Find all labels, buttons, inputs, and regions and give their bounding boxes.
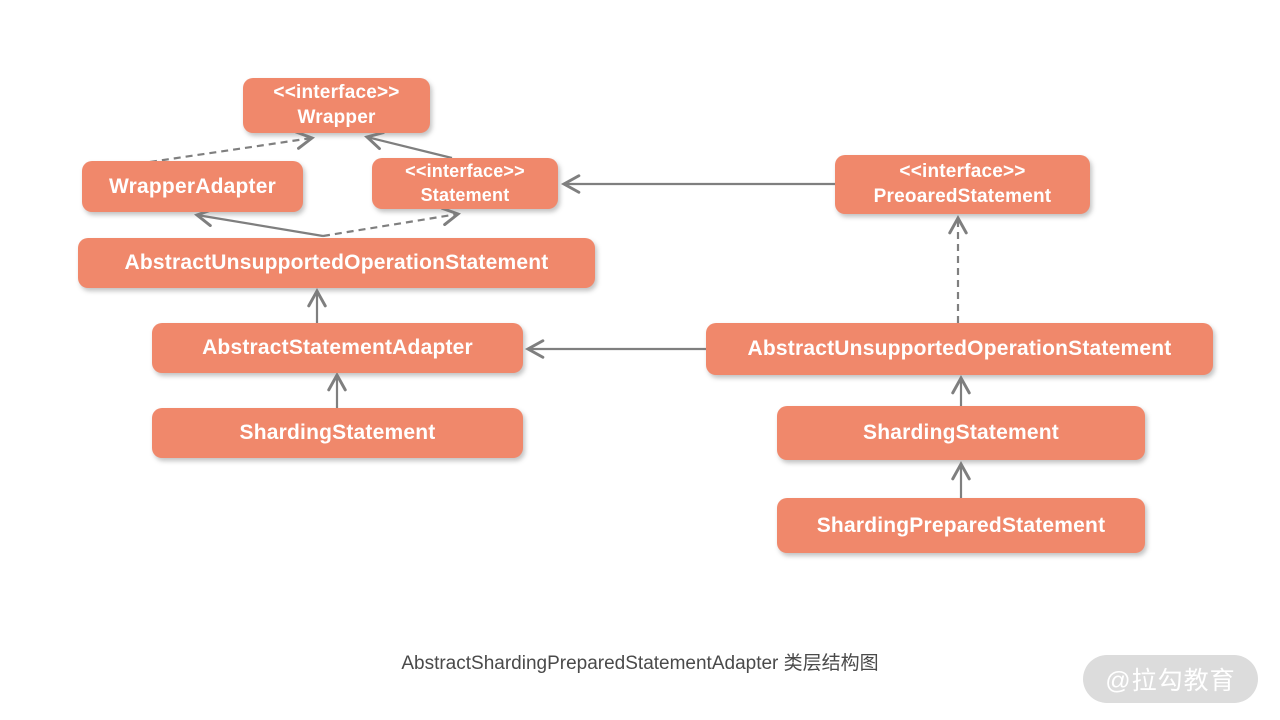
class-name-label: AbstractUnsupportedOperationStatement: [124, 251, 549, 274]
class-node-statement-interface: <<interface>> Statement: [372, 158, 558, 209]
stereotype-label: <<interface>>: [273, 82, 400, 104]
class-node-abstract-statement-adapter: AbstractStatementAdapter: [152, 323, 523, 373]
class-name-label: ShardingStatement: [863, 421, 1059, 444]
stereotype-label: <<interface>>: [405, 161, 525, 182]
class-node-sharding-statement-left: ShardingStatement: [152, 408, 523, 458]
watermark-badge: @拉勾教育: [1083, 655, 1258, 703]
diagram-caption: AbstractShardingPreparedStatementAdapter…: [401, 653, 879, 674]
class-name-label: Wrapper: [297, 106, 376, 128]
class-node-wrapper-interface: <<interface>> Wrapper: [243, 78, 430, 133]
class-name-label: AbstractUnsupportedOperationStatement: [747, 337, 1172, 360]
edge-wrapperadapter-to-wrapper: [149, 130, 316, 164]
edge-absunsupported-left-to-statement: [322, 206, 462, 238]
class-node-preoared-statement-interface: <<interface>> PreoaredStatement: [835, 155, 1090, 214]
class-name-label: ShardingStatement: [239, 421, 436, 444]
stereotype-label: <<interface>>: [899, 161, 1026, 183]
class-node-sharding-prepared-statement: ShardingPreparedStatement: [777, 498, 1145, 553]
edge-statement-to-wrapper: [364, 131, 453, 160]
class-node-abstract-unsupported-operation-statement-right: AbstractUnsupportedOperationStatement: [706, 323, 1213, 375]
class-node-abstract-unsupported-operation-statement-left: AbstractUnsupportedOperationStatement: [78, 238, 595, 288]
class-name-label: PreoaredStatement: [873, 185, 1052, 207]
edge-absunsupported-left-to-wrapperadapter: [193, 207, 324, 238]
class-node-sharding-statement-right: ShardingStatement: [777, 406, 1145, 460]
class-name-label: WrapperAdapter: [109, 174, 276, 198]
class-name-label: AbstractStatementAdapter: [202, 336, 473, 359]
class-name-label: Statement: [420, 184, 510, 205]
class-name-label: ShardingPreparedStatement: [816, 513, 1106, 537]
class-node-wrapper-adapter: WrapperAdapter: [82, 161, 303, 212]
watermark-label: @拉勾教育: [1105, 667, 1236, 695]
